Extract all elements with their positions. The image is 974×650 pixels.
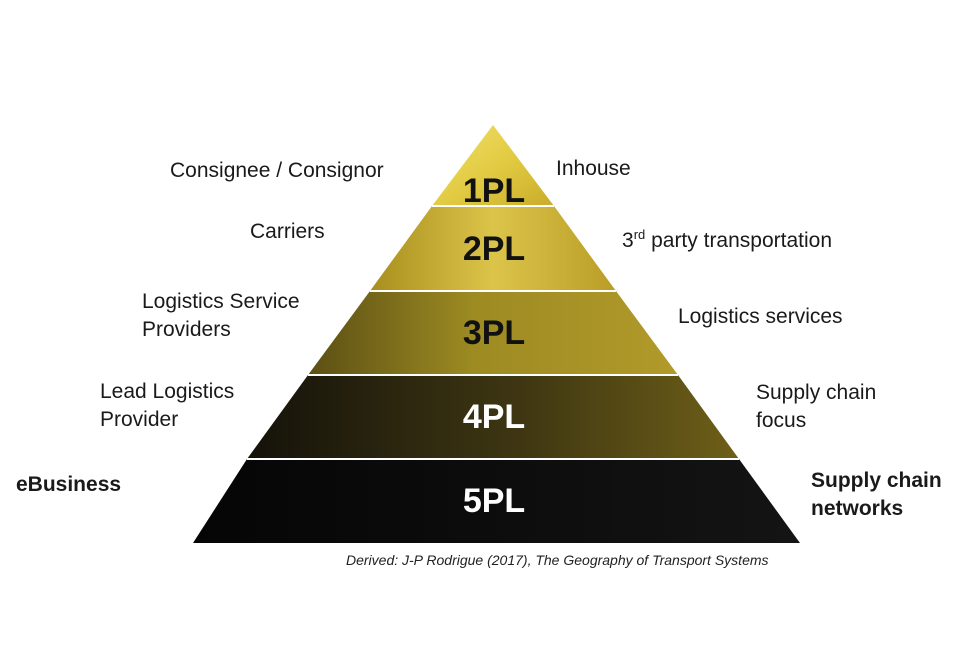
- label-line: Supply chain: [756, 381, 877, 404]
- label-line: Consignee / Consignor: [170, 159, 384, 182]
- tier-3pl-shape: [308, 291, 678, 375]
- tier-1pl-right-label: Inhouse: [556, 155, 631, 183]
- tier-1pl-label: 1PL: [463, 172, 525, 210]
- tier-4pl-label: 4PL: [463, 398, 525, 436]
- label-line: Inhouse: [556, 157, 631, 180]
- tier-4pl-left-label: Lead Logistics Provider: [100, 378, 234, 434]
- label-rest: party transportation: [645, 229, 833, 252]
- tier-5pl-shape: [193, 459, 800, 543]
- tier-1pl-shape: [432, 125, 554, 206]
- label-line: networks: [811, 497, 904, 520]
- tier-5pl-right-label: Supply chain networks: [811, 467, 942, 523]
- label-prefix: 3: [622, 229, 634, 252]
- tier-3pl-label: 3PL: [463, 314, 525, 352]
- tier-5pl-left-label: eBusiness: [16, 471, 121, 499]
- tier-5pl-label: 5PL: [463, 482, 525, 520]
- tier-3pl-right-label: Logistics services: [678, 303, 843, 331]
- tier-2pl-right-label: 3rd party transportation: [622, 227, 832, 255]
- tier-2pl-label: 2PL: [463, 230, 525, 268]
- label-line: Provider: [100, 408, 179, 431]
- label-line: eBusiness: [16, 473, 122, 496]
- tier-4pl-right-label: Supply chain focus: [756, 379, 876, 435]
- label-line: Providers: [142, 318, 231, 341]
- label-line: Logistics services: [678, 305, 843, 328]
- label-line: Carriers: [250, 220, 325, 243]
- label-line: Supply chain: [811, 469, 942, 492]
- label-line: Logistics Service: [142, 290, 300, 313]
- tier-2pl-shape: [370, 206, 616, 291]
- tier-3pl-left-label: Logistics Service Providers: [142, 288, 300, 344]
- tier-1pl-left-label: Consignee / Consignor: [170, 157, 384, 185]
- label-line: focus: [756, 409, 807, 432]
- label-line: Lead Logistics: [100, 380, 235, 403]
- source-credit: Derived: J-P Rodrigue (2017), The Geogra…: [346, 552, 769, 568]
- tier-4pl-shape: [247, 375, 739, 459]
- label-superscript: rd: [633, 227, 646, 242]
- tier-2pl-left-label: Carriers: [250, 218, 325, 246]
